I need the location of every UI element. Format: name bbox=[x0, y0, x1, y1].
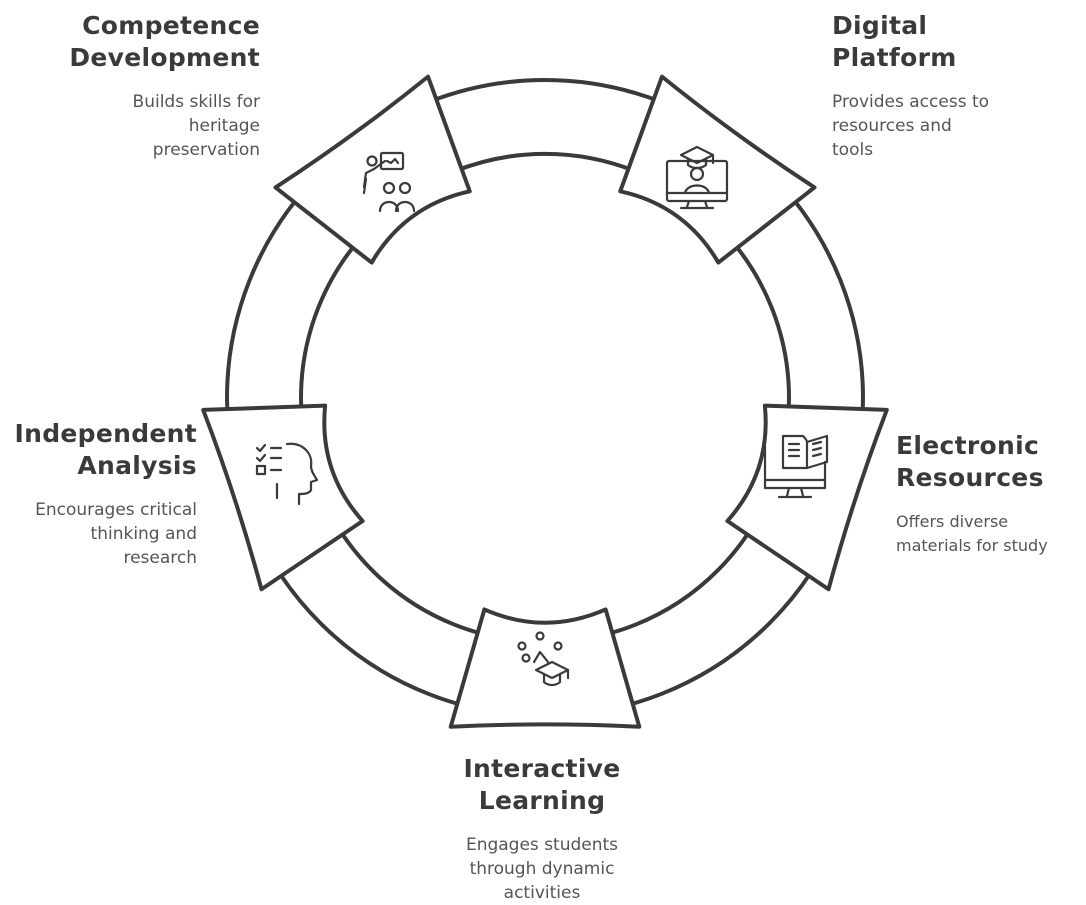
teacher-presentation-icon bbox=[362, 151, 416, 213]
stage-description-line: research bbox=[123, 548, 197, 568]
checklist-head-icon bbox=[255, 442, 319, 506]
stage-title: Independent Analysis bbox=[0, 418, 197, 482]
stage-description-line: Offers diverse bbox=[896, 512, 1009, 531]
stage-description-line: Builds skills for bbox=[132, 92, 260, 112]
stage-title-line: Digital bbox=[832, 11, 928, 40]
stage-title: Interactive Learning bbox=[412, 753, 672, 817]
stage-title-line: Interactive bbox=[463, 754, 621, 783]
stage-description-line: Provides access to bbox=[832, 92, 990, 112]
stage-sleeve-interactive-learning bbox=[448, 607, 642, 729]
stage-description-line: tools bbox=[832, 140, 874, 160]
stage-title: Electronic Resources bbox=[896, 430, 1084, 494]
stage-label-independent-analysis: Independent Analysis Encourages critical… bbox=[0, 418, 198, 570]
stage-description-line: through dynamic bbox=[469, 859, 615, 879]
stage-title-line: Learning bbox=[478, 786, 606, 815]
stage-sleeve-independent-analysis bbox=[201, 403, 365, 592]
stage-label-electronic-resources: Electronic Resources Offers diverse mate… bbox=[896, 430, 1084, 558]
sleeve-fold-line bbox=[223, 405, 306, 411]
sleeve-fold-line bbox=[433, 95, 464, 173]
stage-title: Digital Platform bbox=[832, 10, 1072, 74]
stage-description-line: resources and bbox=[832, 116, 952, 136]
stage-title-line: Platform bbox=[832, 43, 957, 72]
stage-label-digital-platform: Digital Platform Provides access to reso… bbox=[832, 10, 1072, 162]
stage-label-interactive-learning: Interactive Learning Engages students th… bbox=[412, 753, 672, 905]
stage-description-line: Engages students bbox=[465, 835, 619, 855]
stage-title-line: Electronic bbox=[896, 431, 1040, 460]
stage-title-line: Analysis bbox=[77, 451, 197, 480]
stage-title-line: Competence bbox=[82, 11, 260, 40]
sleeve-fold-line bbox=[733, 198, 800, 252]
stage-sleeve-digital-platform bbox=[618, 74, 817, 265]
stage-description: Encourages critical thinking and researc… bbox=[0, 498, 197, 570]
stage-description-line: preservation bbox=[152, 140, 260, 160]
stage-title-line: Independent bbox=[14, 419, 197, 448]
stage-description: Offers diverse materials for study bbox=[896, 510, 1084, 558]
sleeve-fold-line bbox=[626, 95, 657, 173]
stage-title-line: Development bbox=[69, 43, 260, 72]
cycle-icons bbox=[255, 145, 829, 687]
stage-description-line: activities bbox=[503, 883, 581, 903]
stage-title: Competence Development bbox=[0, 10, 260, 74]
sleeve-fold-line bbox=[290, 198, 357, 252]
sleeve-fold-line bbox=[277, 531, 347, 579]
stage-description-line: heritage bbox=[188, 116, 260, 136]
stage-description: Engages students through dynamic activit… bbox=[412, 833, 672, 905]
sleeve-fold-line bbox=[455, 628, 480, 708]
sleeve-fold-line bbox=[784, 405, 867, 411]
ebook-monitor-icon bbox=[763, 434, 829, 499]
stage-description: Builds skills for heritage preservation bbox=[0, 90, 260, 162]
stage-label-competence-development: Competence Development Builds skills for… bbox=[0, 10, 260, 162]
graduation-cap-network-icon bbox=[517, 631, 570, 687]
stage-description-line: thinking and bbox=[90, 524, 197, 544]
stage-description-line: materials for study bbox=[896, 536, 1048, 555]
stage-description-line: Encourages critical bbox=[35, 500, 197, 520]
sleeve-fold-line bbox=[743, 531, 813, 579]
graduate-monitor-icon bbox=[665, 145, 729, 210]
stage-title-line: Resources bbox=[896, 463, 1044, 492]
sleeve-fold-line bbox=[610, 628, 635, 708]
cycle-stage-shapes bbox=[201, 74, 889, 729]
stage-description: Provides access to resources and tools bbox=[832, 90, 1072, 162]
